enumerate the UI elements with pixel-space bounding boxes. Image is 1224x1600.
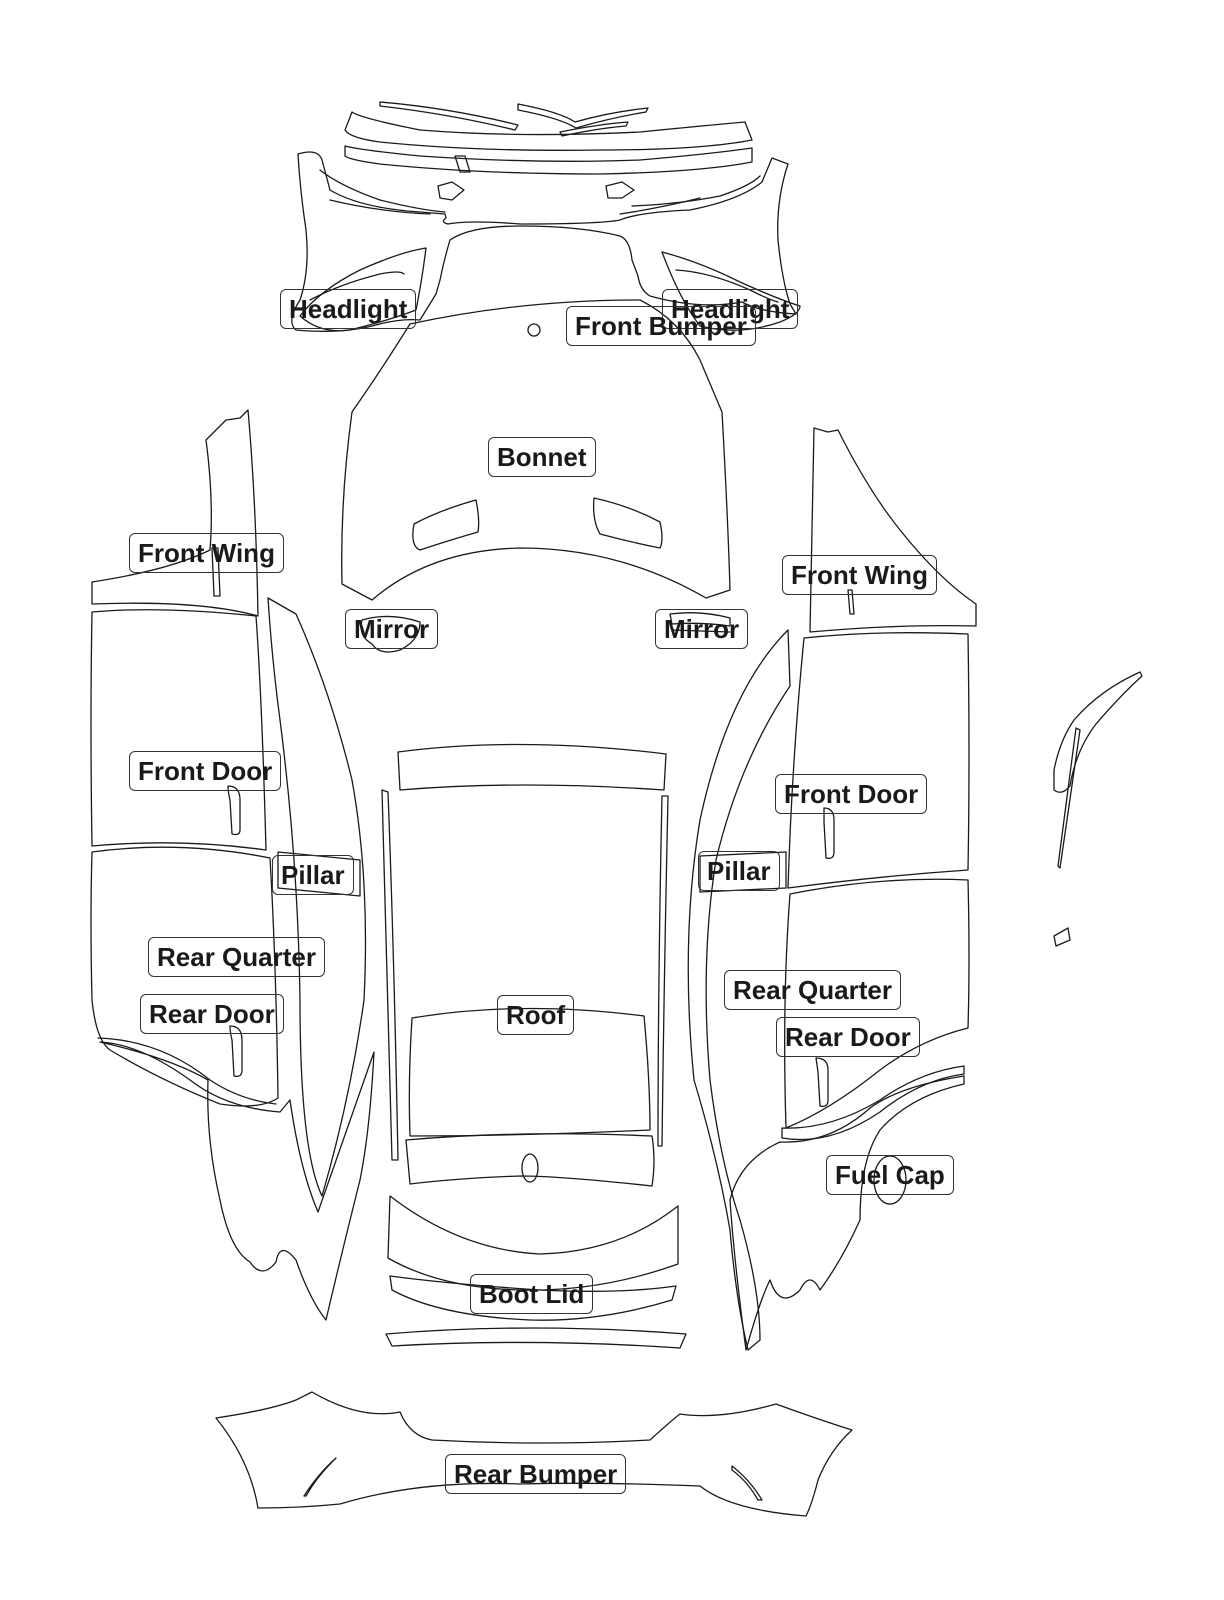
right-pillar-shape xyxy=(687,629,791,1351)
mirror-shapes xyxy=(360,612,731,653)
left-pillar-shape xyxy=(267,597,367,1197)
label-rear-door-right[interactable]: Rear Door xyxy=(776,1017,920,1057)
side-trim-pieces xyxy=(1053,671,1143,947)
boot-lid-shapes xyxy=(385,1195,687,1349)
label-front-wing-left[interactable]: Front Wing xyxy=(129,533,284,573)
label-mirror-left[interactable]: Mirror xyxy=(345,609,439,649)
right-door-shapes xyxy=(781,632,970,1141)
left-rear-quarter-shape xyxy=(99,1041,375,1321)
label-front-wing-right[interactable]: Front Wing xyxy=(782,555,937,595)
bonnet-shape xyxy=(341,299,731,601)
label-boot-lid[interactable]: Boot Lid xyxy=(470,1274,594,1314)
label-headlight-left[interactable]: Headlight xyxy=(280,289,417,329)
label-bonnet[interactable]: Bonnet xyxy=(488,437,596,477)
label-mirror-right[interactable]: Mirror xyxy=(655,609,749,649)
front-bumper-trims xyxy=(344,101,753,175)
roof-shapes xyxy=(381,743,669,1187)
label-roof[interactable]: Roof xyxy=(497,995,575,1035)
label-pillar-right[interactable]: Pillar xyxy=(698,851,780,891)
rear-bumper-shape xyxy=(215,1391,853,1517)
label-rear-quarter-right[interactable]: Rear Quarter xyxy=(724,970,901,1010)
front-wing-shapes xyxy=(91,409,977,633)
label-rear-quarter-left[interactable]: Rear Quarter xyxy=(148,937,325,977)
label-headlight-right[interactable]: Headlight xyxy=(662,289,799,329)
label-rear-bumper[interactable]: Rear Bumper xyxy=(445,1454,627,1494)
label-front-door-left[interactable]: Front Door xyxy=(129,751,282,791)
label-rear-door-left[interactable]: Rear Door xyxy=(140,994,284,1034)
label-pillar-left[interactable]: Pillar xyxy=(272,855,354,895)
label-front-bumper[interactable]: Front Bumper xyxy=(566,306,756,346)
label-front-door-right[interactable]: Front Door xyxy=(775,774,928,814)
right-rear-quarter-shape xyxy=(729,1075,965,1351)
label-fuel-cap[interactable]: Fuel Cap xyxy=(826,1155,954,1195)
